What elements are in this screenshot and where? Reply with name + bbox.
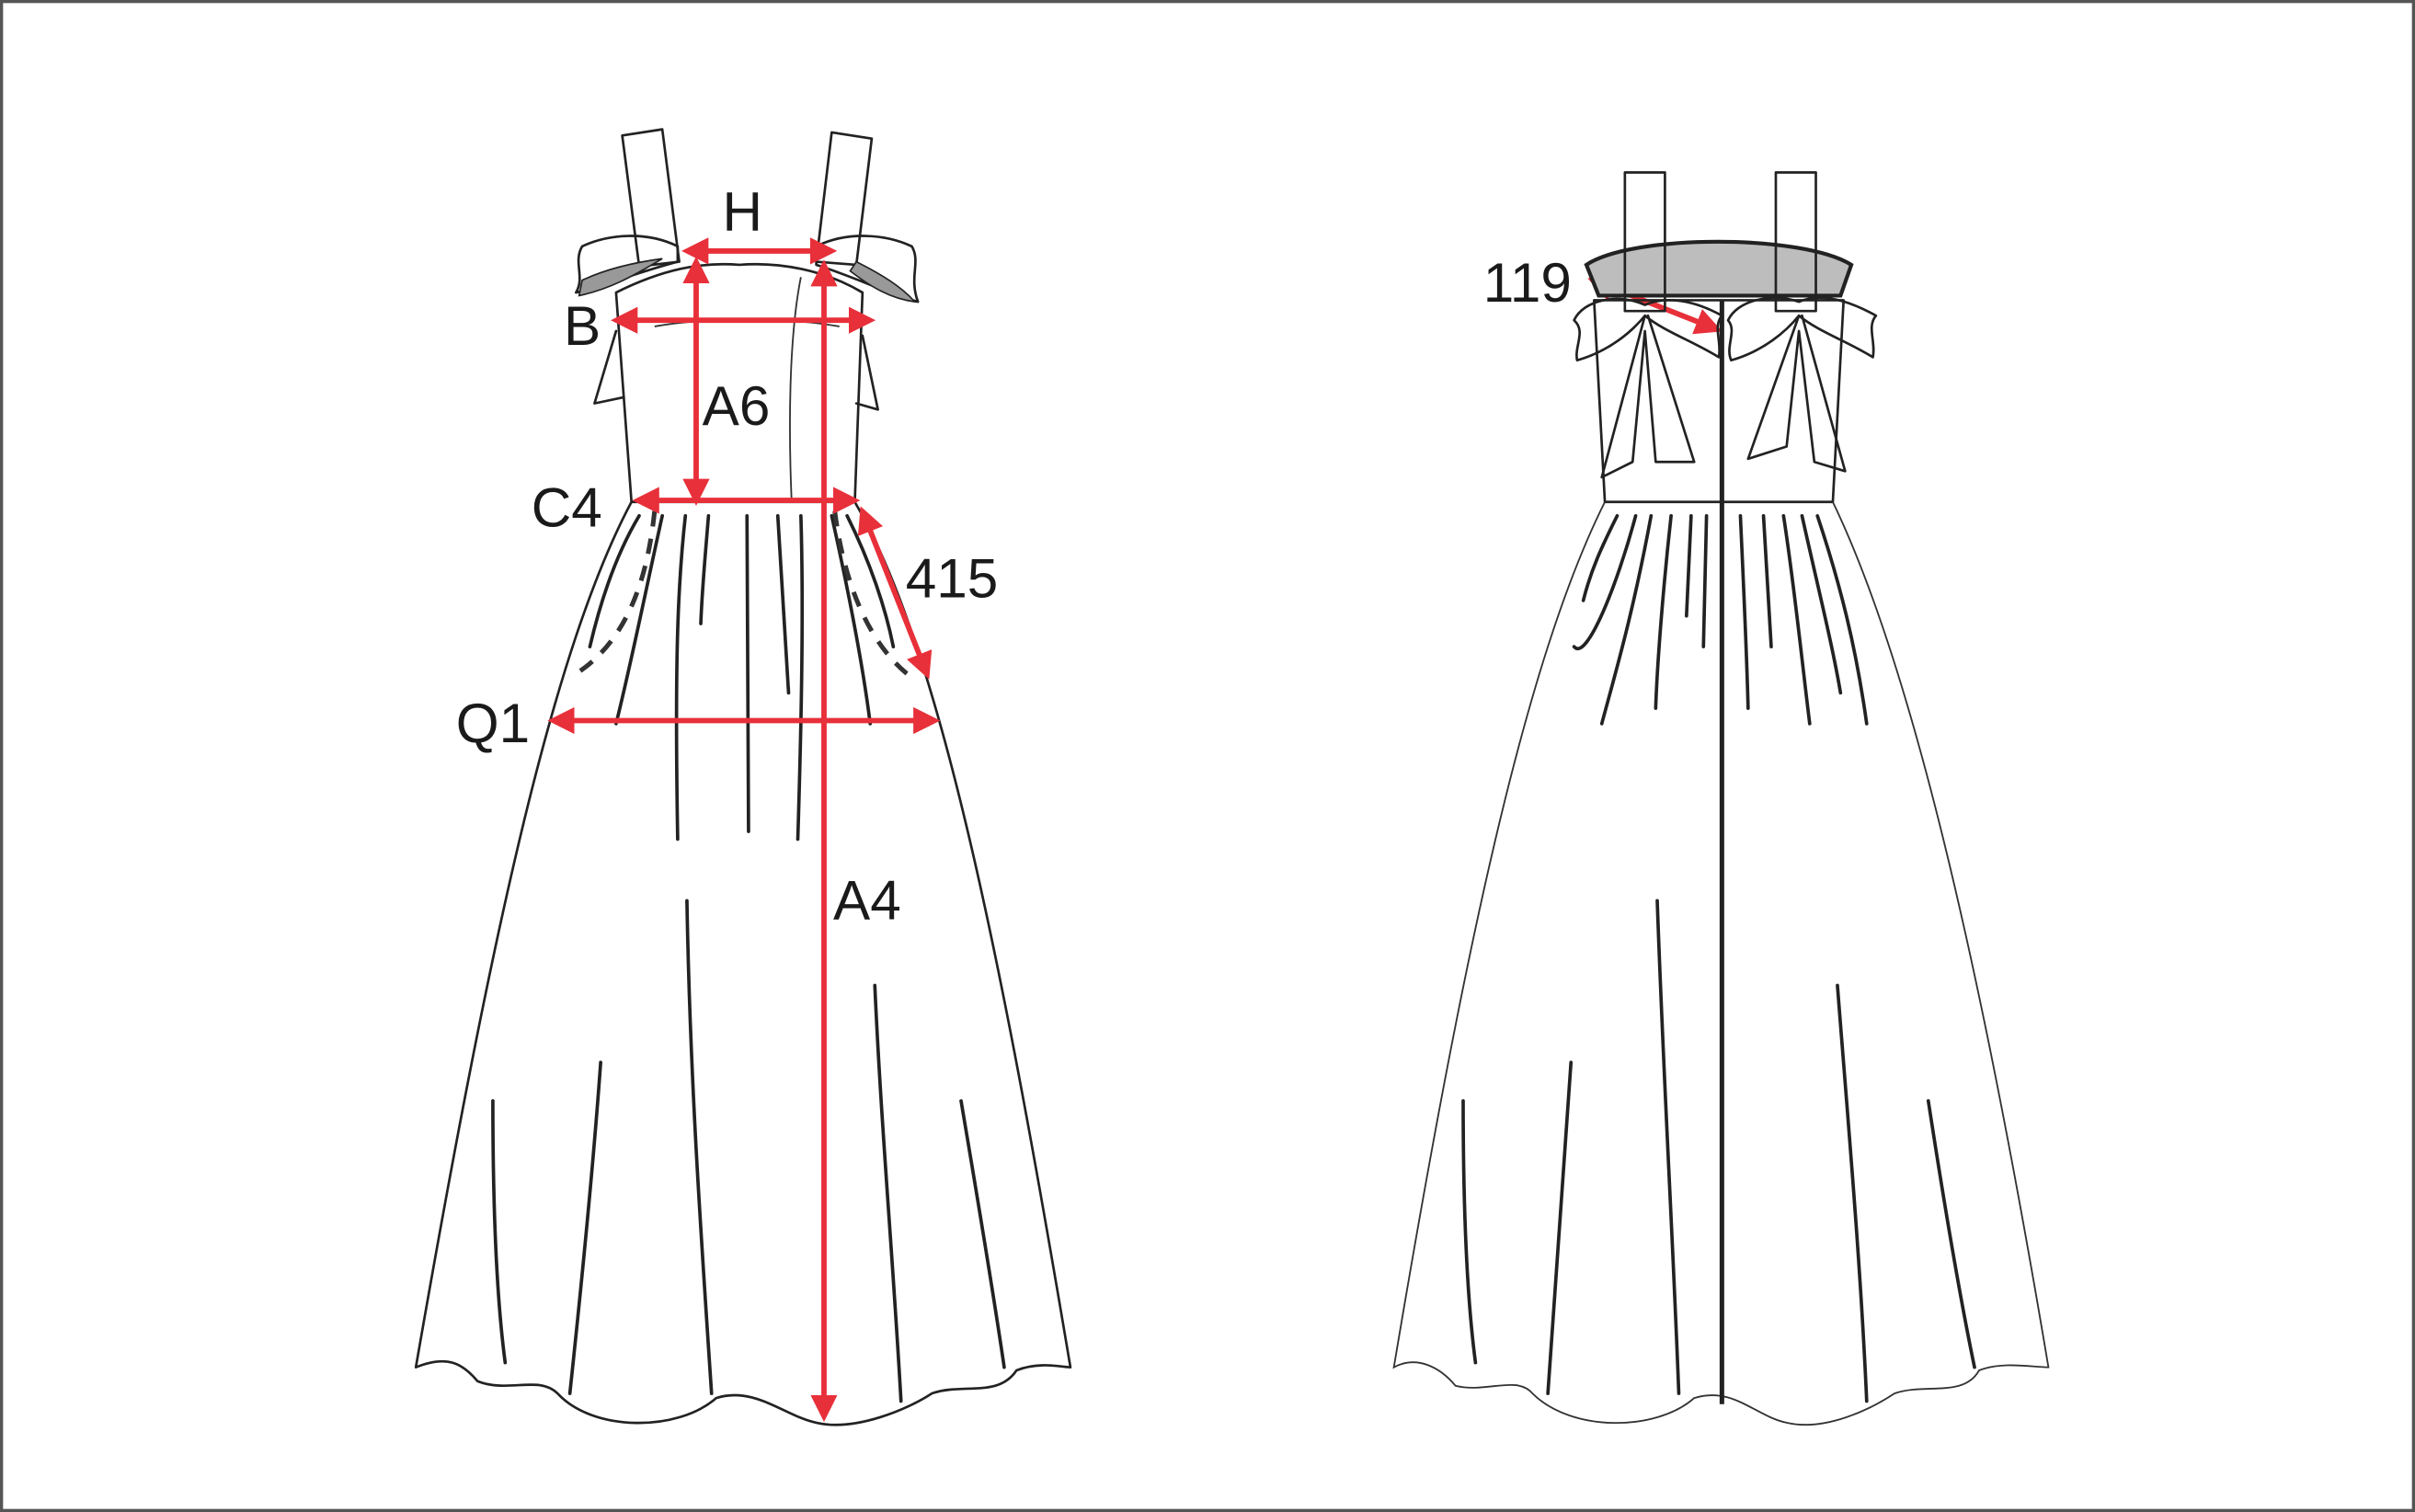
label-415: 415 [906,547,999,610]
front-left-ruffle-shade [578,258,663,297]
label-q1: Q1 [456,692,530,754]
front-right-sleeve-flap [854,334,879,411]
label-c4: C4 [532,476,602,539]
label-a4: A4 [833,868,901,931]
front-princess-seam [789,277,802,502]
front-left-sleeve-flap [593,329,625,405]
label-h: H [722,180,762,243]
back-dress-view [1392,171,2050,1426]
measure-415-arrow [857,506,933,680]
front-right-shoulder-ruffle [815,235,920,304]
back-skirt-gathers [1461,513,1976,1403]
back-lining-gray [1584,239,1854,298]
back-right-strap [1774,171,1817,313]
front-left-strap [621,128,681,268]
front-right-ruffle-shade [849,260,917,304]
front-left-pocket-line [568,510,658,680]
label-a6: A6 [703,374,771,437]
back-skirt [1392,501,2050,1426]
label-119: 119 [1483,251,1572,314]
back-left-strap [1623,171,1666,313]
label-b: B [564,294,601,357]
measurement-arrows [547,237,1723,1423]
back-right-bow [1726,296,1878,473]
front-bodice [614,262,864,504]
front-skirt [414,500,1072,1426]
